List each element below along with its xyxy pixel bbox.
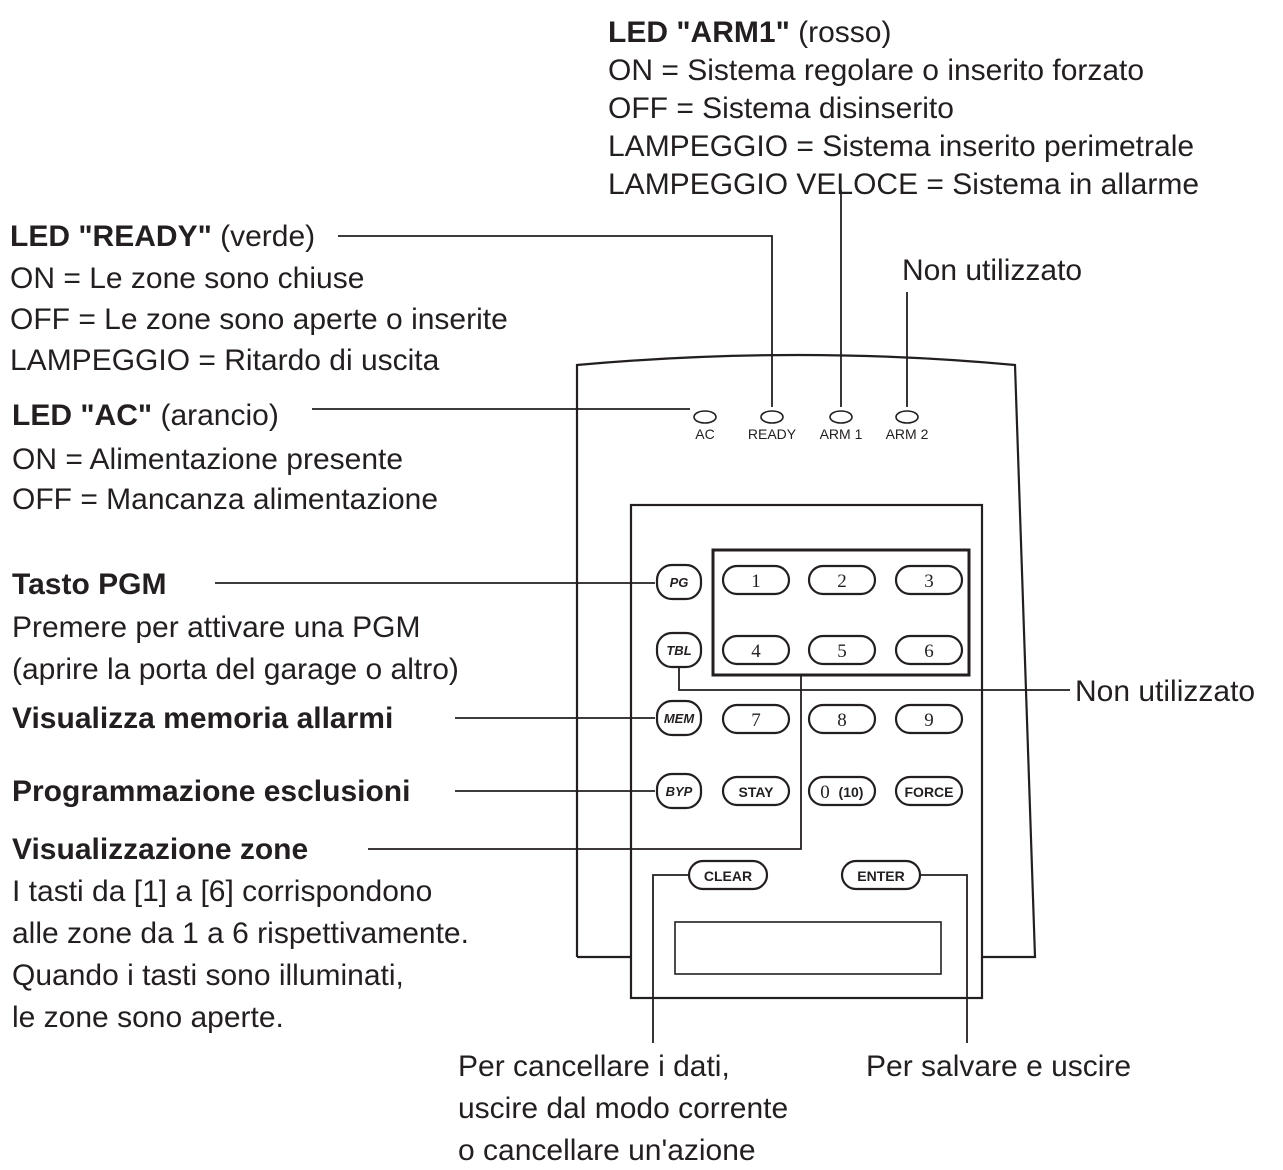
key-9 [894,703,964,735]
ready-line-flash: LAMPEGGIO = Ritardo di uscita [10,344,440,377]
arm1-heading: LED "ARM1" (rosso) [608,14,891,52]
force-key [894,775,964,807]
arm1-title: LED "ARM1" [608,16,790,49]
key-8 [807,703,877,735]
key-1 [721,564,791,596]
ready-title: LED "READY" [10,220,212,253]
clear-leader [652,874,689,1043]
tbl-key-label: TBL [666,643,691,658]
zones-leader [368,675,802,850]
arm1-line-flash: LAMPEGGIO = Sistema inserito perimetrale [608,130,1195,163]
key-4-label: 4 [751,641,761,662]
key-0-ten-label: (10) [839,784,864,800]
tbl-not-used: Non utilizzato [1075,675,1256,708]
key-6 [894,634,964,666]
byp-title: Programmazione esclusioni [12,775,411,808]
arm2-not-used: Non utilizzato [902,254,1083,287]
led-arm2-label: ARM 2 [886,426,929,442]
pgm-line-1: Premere per attivare una PGM [12,611,421,644]
ready-leader [338,235,773,407]
key-6-label: 6 [924,641,934,662]
key-5 [807,634,877,666]
ac-color: (arancio) [152,399,279,432]
led-ready-label: READY [748,426,797,442]
zones-line-1: I tasti da [1] a [6] corrispondono [12,875,433,908]
mem-key-label: MEM [664,711,696,726]
led-arm2 [895,410,919,424]
key-7-label: 7 [751,710,761,731]
ready-line-on: ON = Le zone sono chiuse [10,262,365,295]
led-ac-label: AC [695,426,714,442]
mem-title: Visualizza memoria allarmi [12,702,394,735]
byp-key-label: BYP [666,784,693,799]
ac-title: LED "AC" [12,399,153,432]
clear-desc-line-2: uscire dal modo corrente [458,1092,789,1125]
key-0-label: 0 [820,782,830,803]
stay-key [721,775,791,807]
key-4 [721,634,791,666]
keypad-inner-panel [629,503,984,1000]
enter-key-label: ENTER [857,868,904,884]
arm1-line-fast-flash: LAMPEGGIO VELOCE = Sistema in allarme [608,168,1200,201]
zones-line-2: alle zone da 1 a 6 rispettivamente. [12,917,469,950]
key-8-label: 8 [837,710,847,731]
key-3 [894,564,964,596]
ac-line-off: OFF = Mancanza alimentazione [12,483,439,516]
ready-line-off: OFF = Le zone sono aperte o inserite [10,303,508,336]
pgm-title: Tasto PGM [12,568,167,601]
keypad-outer-body [575,353,1037,959]
key-7 [721,703,791,735]
ready-heading: LED "READY" (verde) [10,218,315,256]
arm1-color: (rosso) [789,16,892,49]
enter-leader [920,874,968,1043]
ac-line-on: ON = Alimentazione presente [12,443,404,476]
clear-desc-line-1: Per cancellare i dati, [458,1050,730,1083]
pgm-line-2: (aprire la porta del garage o altro) [12,653,459,686]
lcd-display [674,921,942,975]
key-1-label: 1 [751,571,761,592]
enter-desc: Per salvare e uscire [866,1050,1132,1083]
zones-title: Visualizzazione zone [12,833,309,866]
ac-heading: LED "AC" (arancio) [12,397,279,435]
arm1-line-on: ON = Sistema regolare o inserito forzato [608,54,1145,87]
led-arm1-label: ARM 1 [820,426,863,442]
byp-key [655,772,703,810]
key-9-label: 9 [924,710,934,731]
ready-color: (verde) [211,220,316,253]
tbl-leader [678,667,1070,691]
key-2-label: 2 [837,571,847,592]
clear-key-label: CLEAR [704,868,752,884]
stay-key-label: STAY [738,784,774,800]
mem-key [655,699,703,737]
key-5-label: 5 [837,641,847,662]
zones-line-4: le zone sono aperte. [12,1001,284,1034]
clear-desc-line-3: o cancellare un'azione [458,1134,756,1167]
pg-key [655,563,703,601]
arm1-line-off: OFF = Sistema disinserito [608,92,954,125]
key-2 [807,564,877,596]
force-key-label: FORCE [905,784,954,800]
key-3-label: 3 [924,571,934,592]
led-ready [760,410,784,424]
led-arm1 [829,410,853,424]
pg-key-label: PG [670,575,689,590]
key-0 [807,775,877,807]
zone-keys-box [711,548,971,677]
zones-line-3: Quando i tasti sono illuminati, [12,959,404,992]
led-ac [693,410,717,424]
